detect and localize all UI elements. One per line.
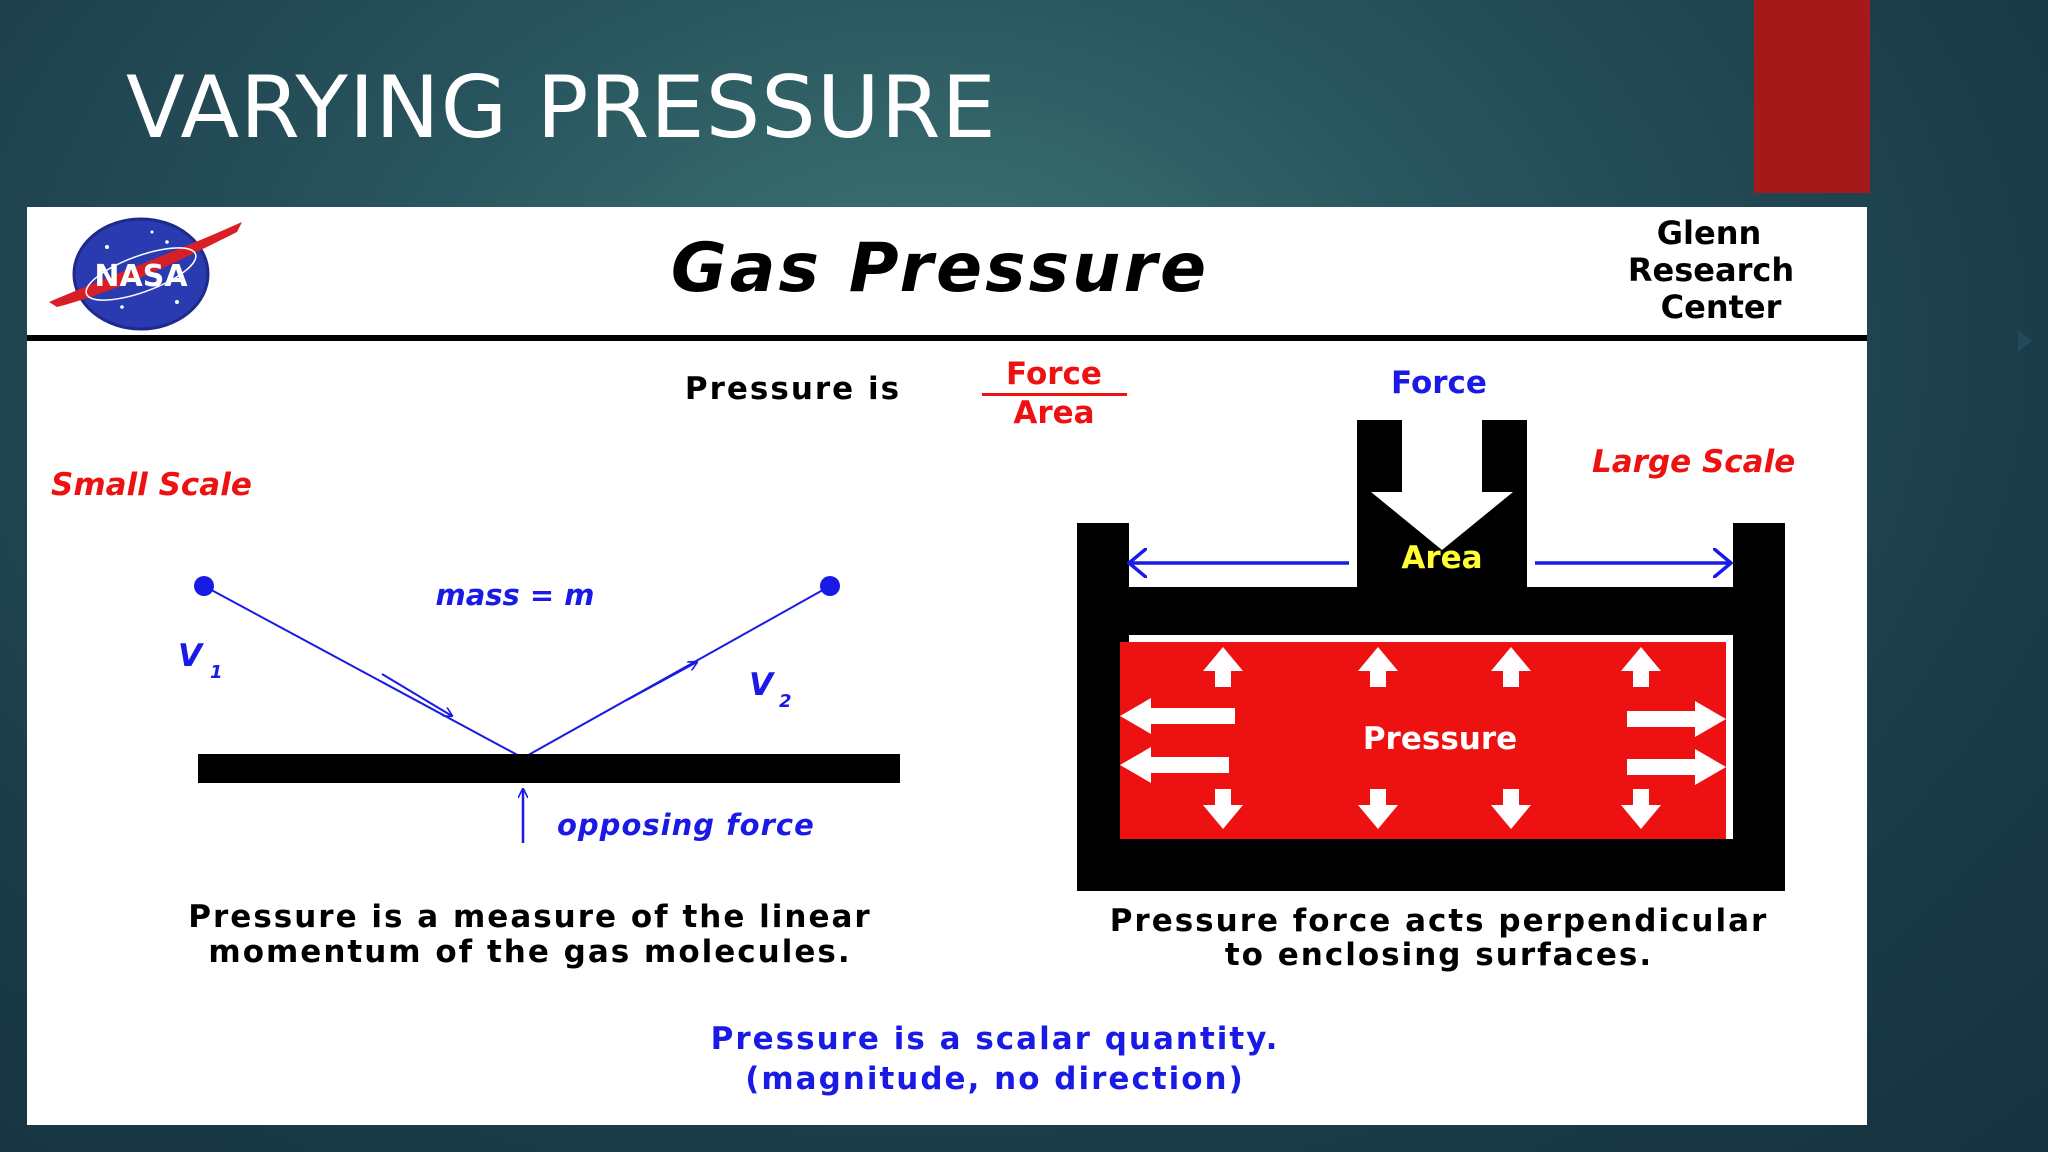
piston (1129, 420, 1733, 635)
force-arrow-icon (1371, 420, 1513, 550)
footer-line1: Pressure is a scalar quantity. (711, 1021, 1280, 1057)
nasa-logo-icon: NASA (49, 217, 242, 331)
incoming-velocity-arrow (381, 673, 452, 716)
formula-fraction-bar (982, 393, 1127, 396)
small-scale-caption-line1: Pressure is a measure of the linear (188, 899, 871, 935)
velocity-1-subscript: 1 (210, 662, 223, 683)
wall-surface (198, 754, 900, 783)
outgoing-velocity-arrow (626, 662, 697, 701)
slide-arrow-icon (2018, 330, 2032, 352)
pressure-arrow-right-icon (1627, 701, 1726, 737)
pressure-arrow-left-icon (1120, 698, 1235, 734)
area-label: Area (1401, 540, 1482, 576)
formula-prefix: Pressure is (685, 371, 901, 407)
formula-denominator: Area (1013, 395, 1094, 431)
header-divider (27, 335, 1867, 341)
velocity-2-label: V (749, 667, 776, 703)
gas-pressure-diagram: NASA Gas Pressure Glenn Research Center … (27, 214, 1867, 1097)
force-label: Force (1391, 365, 1487, 401)
formula-numerator: Force (1006, 356, 1102, 392)
figure-header-title: Gas Pressure (671, 229, 1209, 308)
incoming-path (203, 585, 524, 759)
slide-title: VARYING PRESSURE (126, 58, 997, 158)
pressure-label: Pressure (1363, 721, 1517, 757)
opposing-force-label: opposing force (557, 808, 815, 842)
pressure-arrow-left-icon (1120, 747, 1229, 783)
pressure-arrow-right-icon (1627, 749, 1726, 785)
center-name-line2: Research (1628, 251, 1794, 289)
mass-label: mass = m (435, 578, 594, 612)
center-name-line1: Glenn (1657, 214, 1762, 252)
velocity-2-subscript: 2 (779, 691, 792, 712)
small-scale-caption-line2: momentum of the gas molecules. (208, 934, 851, 970)
small-scale-label: Small Scale (51, 467, 252, 503)
accent-bar (1754, 0, 1870, 193)
large-scale-label: Large Scale (1592, 444, 1795, 480)
center-name-line3: Center (1661, 288, 1782, 326)
large-scale-caption-line2: to enclosing surfaces. (1225, 937, 1653, 973)
large-scale-caption-line1: Pressure force acts perpendicular (1110, 903, 1769, 939)
velocity-1-label: V (178, 638, 205, 674)
footer-line2: (magnitude, no direction) (745, 1061, 1245, 1097)
logo-text: NASA (94, 259, 188, 294)
gas-pressure-figure: NASA Gas Pressure Glenn Research Center … (27, 207, 1867, 1125)
